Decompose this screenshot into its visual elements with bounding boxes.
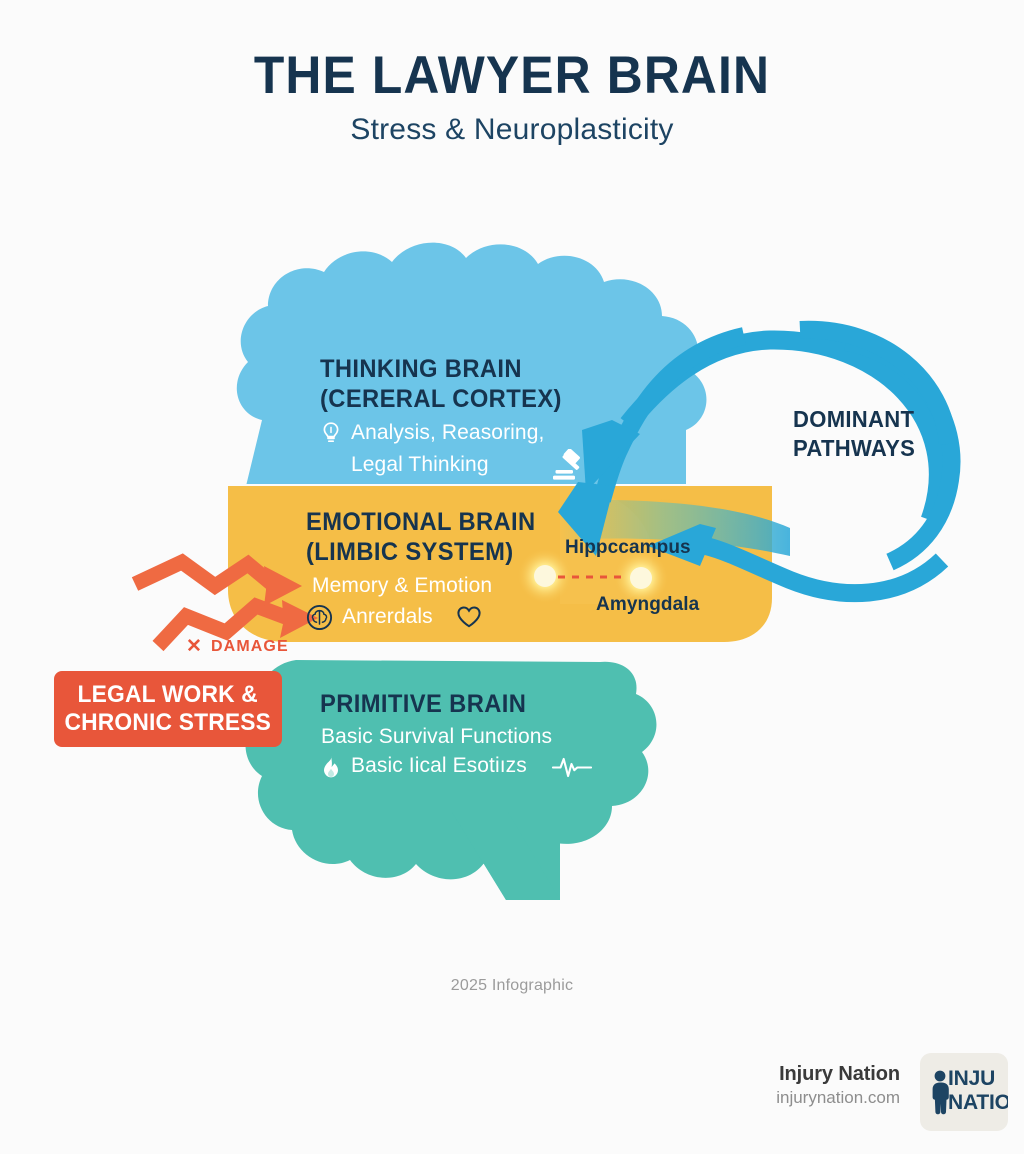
page-subtitle: Stress & Neuroplasticity: [350, 112, 674, 146]
pulse-icon: [551, 754, 592, 780]
thinking-heading-line2: (CERERAL CORTEX): [320, 384, 562, 413]
emotional-brain-block: EMOTIONAL BRAIN (LIMBIC SYSTEM) Memory &…: [306, 508, 548, 631]
arrowhead-3: [648, 524, 716, 566]
heart-icon: [456, 605, 482, 629]
flame-icon: [320, 754, 342, 779]
damage-label: ✕ DAMAGE: [186, 637, 289, 656]
emotional-desc-row2: Anrerdals: [306, 604, 548, 631]
primitive-heading-line1: PRIMITIVE BRAIN: [320, 690, 527, 718]
primitive-desc-line2: Basic Iical Esotiızs: [351, 754, 527, 778]
thinking-heading-line1: THINKING BRAIN: [320, 355, 522, 383]
emotional-desc-line2: Anrerdals: [342, 604, 433, 628]
legal-work-stress-box: LEGAL WORK & CHRONIC STRESS: [54, 671, 282, 747]
amygdala-node: [630, 567, 652, 589]
damage-x-icon: ✕: [186, 636, 204, 657]
pathway-arrowheads: [558, 420, 716, 566]
emotional-heading-line1: EMOTIONAL BRAIN: [306, 508, 536, 536]
stress-arrowhead-2: [280, 600, 318, 638]
gavel-icon: [550, 448, 590, 483]
brand-name: Injury Nation: [779, 1063, 900, 1085]
arrowhead-1: [582, 420, 640, 492]
primitive-desc-row1: Basic Survival Functions: [320, 724, 592, 751]
header: THE LAWYER BRAIN Stress & Neuroplasticit…: [0, 48, 1024, 147]
hippocampus-label: Hippccampus: [565, 537, 691, 558]
pathway-arrow-3: [703, 537, 949, 603]
brand-logo: INJU NATIO: [920, 1053, 1008, 1131]
page-title: THE LAWYER BRAIN: [253, 46, 771, 105]
footer-note: 2025 Infographic: [450, 977, 574, 994]
thinking-desc-line1: Analysis, Reasoring,: [351, 421, 545, 444]
damage-label-text: DAMAGE: [211, 637, 289, 655]
primitive-desc-row2: Basic Iical Esotiızs: [320, 753, 592, 780]
dominant-pathways-label: DOMINANT PATHWAYS: [793, 405, 915, 463]
emotional-heading-line2: (LIMBIC SYSTEM): [306, 537, 514, 566]
person-icon: [932, 1070, 949, 1115]
dominant-pathways-line2: PATHWAYS: [793, 435, 916, 462]
lightbulb-icon: [320, 421, 342, 445]
brain-icon: [306, 604, 333, 631]
legal-work-stress-label: LEGAL WORK & CHRONIC STRESS: [64, 680, 272, 736]
emotional-desc-row1: Memory & Emotion: [306, 573, 548, 600]
thinking-brain-shape: [236, 242, 707, 484]
stress-arrowheads: [264, 566, 318, 638]
arrowhead-2: [558, 482, 614, 556]
thinking-desc-line2: Legal Thinking: [351, 453, 489, 477]
pathway-outer-loops: [799, 320, 961, 571]
zigzag-arrow-1: [131, 553, 277, 596]
hippocampus-node: [534, 565, 556, 587]
stress-zigzag-arrows: [131, 553, 291, 652]
primitive-desc-line1: Basic Survival Functions: [321, 724, 553, 748]
amygdala-label: Amyngdala: [596, 594, 700, 615]
primitive-brain-block: PRIMITIVE BRAIN Basic Survival Functions…: [320, 690, 592, 780]
thinking-desc-row2: Legal Thinking: [320, 448, 590, 483]
thinking-brain-block: THINKING BRAIN (CERERAL CORTEX) Analysis…: [320, 355, 590, 483]
brand-block: Injury Nation injurynation.com: [776, 1063, 900, 1108]
pathway-glow: [560, 499, 790, 556]
region-nodes: [517, 548, 669, 606]
emotional-desc-line1: Memory & Emotion: [312, 574, 493, 597]
brand-url[interactable]: injurynation.com: [776, 1088, 900, 1107]
zigzag-arrow-2: [152, 597, 291, 652]
thinking-desc-row1: Analysis, Reasoring,: [320, 420, 590, 447]
primitive-brain-shape: [245, 660, 657, 900]
dominant-pathways-line1: DOMINANT: [793, 406, 915, 432]
stress-arrowhead-1: [264, 566, 302, 606]
brand-logo-text: INJU NATIO: [948, 1067, 1008, 1115]
